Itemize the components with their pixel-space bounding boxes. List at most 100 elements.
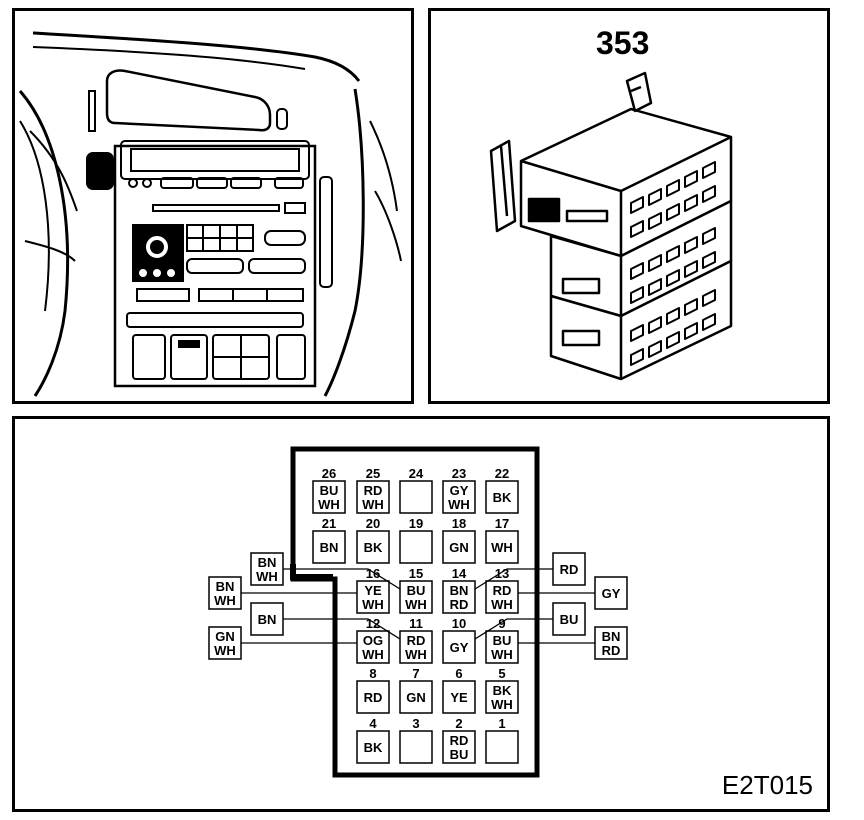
pin-color-code: RD [450,597,469,612]
pin-color-code: WH [491,647,513,662]
wire-color-code: WH [256,569,278,584]
pin-7: 7GN [399,666,433,714]
figure-code: E2T015 [721,770,813,800]
pin-box [312,530,346,564]
wire-color-code: BN [602,629,621,644]
pin-color-code: BK [493,490,512,505]
pin-3: 3 [399,716,433,764]
pin-number: 8 [369,666,376,681]
pin-number: 6 [455,666,462,681]
pin-box [442,730,476,764]
connector-illustration [489,71,733,381]
pin-24: 24 [399,466,433,514]
pin-color-code: BU [450,747,469,762]
pin-color-code: BU [493,633,512,648]
pin-box [356,530,390,564]
pin-number: 11 [409,616,423,631]
pin-box [356,580,390,614]
pin-color-code: BK [364,540,383,555]
pin-color-code: GY [450,483,469,498]
pin-number: 2 [455,716,462,731]
pin-number: 10 [452,616,466,631]
pin-number: 16 [366,566,380,581]
external-wire-w3: BN [250,602,284,636]
wire-box [208,576,242,610]
wire-color-code: GY [602,586,621,601]
pin-box [399,730,433,764]
pin-color-code: WH [405,597,427,612]
pin-box [399,680,433,714]
pin-color-code: BN [320,540,339,555]
part-number: 353 [596,25,650,61]
pin-color-code: WH [405,647,427,662]
pin-number: 19 [409,516,423,531]
wire-line [283,568,401,590]
pin-color-code: WH [362,647,384,662]
pin-color-code: GN [406,690,426,705]
wire-color-code: BN [216,579,235,594]
pin-number: 20 [366,516,380,531]
pin-number: 1 [498,716,505,731]
pin-number: 26 [322,466,336,481]
pin-color-code: GN [449,540,469,555]
pin-box [312,480,346,514]
pin-number: 14 [452,566,467,581]
wire-color-code: RD [560,562,579,577]
pin-box [485,580,519,614]
pin-box [442,530,476,564]
pin-number: 3 [412,716,419,731]
pin-4: 4BK [356,716,390,764]
pin-color-code: GY [450,640,469,655]
pin-number: 4 [369,716,377,731]
external-wire-w7: BU [552,602,586,636]
pin-box [442,630,476,664]
pin-box [399,580,433,614]
pin-number: 23 [452,466,466,481]
wire-box [552,552,586,586]
wire-color-code: BN [258,555,277,570]
dashboard-location-panel [12,8,414,404]
pin-color-code: WH [491,697,513,712]
pin-box [485,530,519,564]
pin-6: 6YE [442,666,476,714]
pin-color-code: BN [450,583,469,598]
connector-notch [290,564,333,580]
wire-color-code: BU [560,612,579,627]
wire-box [250,552,284,586]
pin-color-code: BU [320,483,339,498]
wire-color-code: RD [602,643,621,658]
pin-number: 25 [366,466,380,481]
wire-color-code: WH [214,643,236,658]
pin-19: 19 [399,516,433,564]
pin-box [442,680,476,714]
wire-box [208,626,242,660]
pin-color-code: WH [491,597,513,612]
pin-box [442,580,476,614]
pin-color-code: RD [407,633,426,648]
pin-box [356,630,390,664]
pin-number: 12 [366,616,380,631]
pin-box [356,480,390,514]
pin-number: 21 [322,516,336,531]
pin-color-code: RD [364,483,383,498]
pin-color-code: RD [493,583,512,598]
pin-number: 15 [409,566,423,581]
wire-line [474,618,553,640]
pin-8: 8RD [356,666,390,714]
pin-color-code: BK [364,740,383,755]
pin-box [485,730,519,764]
pin-color-code: WH [318,497,340,512]
